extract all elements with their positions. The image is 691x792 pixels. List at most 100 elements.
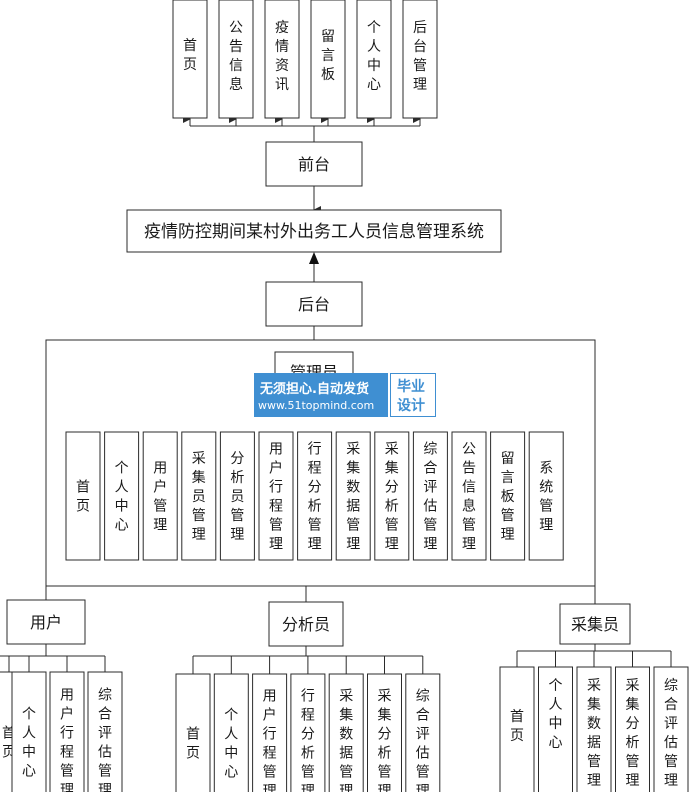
- admin-module-7: 采集数据管理: [335, 431, 371, 561]
- admin-module-5: 用户行程管理: [258, 431, 294, 561]
- admin-module-1-frame: [104, 431, 140, 561]
- front-module-0-label: 首页: [183, 38, 197, 73]
- collector-node-frame: [559, 603, 631, 645]
- analyst-node-frame: [268, 601, 344, 647]
- collector-module-0-label: 首页: [510, 709, 524, 744]
- front-module-1-label: 公告信息: [229, 20, 243, 93]
- admin-module-9-label: 综合评估管理: [423, 442, 437, 553]
- analyst-module-0-frame: [175, 673, 211, 792]
- user-module-3-label: 综合评估管理: [98, 688, 112, 792]
- analyst-module-0: 首页: [175, 673, 211, 792]
- analyst-module-5-label: 采集分析管理: [378, 689, 392, 792]
- collector-module-4: 综合评估管理: [653, 666, 689, 792]
- system-title-node: 疫情防控期间某村外出务工人员信息管理系统: [126, 209, 502, 253]
- user-node-label: 用户: [30, 613, 62, 632]
- back-node: 后台: [265, 281, 363, 327]
- admin-module-3-label: 采集员管理: [192, 451, 206, 543]
- front-module-4: 个人中心: [356, 0, 392, 119]
- admin-module-4-frame: [219, 431, 255, 561]
- admin-module-6-label: 行程分析管理: [308, 442, 322, 553]
- analyst-module-2: 用户行程管理: [252, 673, 288, 792]
- analyst-module-5-frame: [367, 673, 402, 792]
- admin-module-9: 综合评估管理: [412, 431, 448, 561]
- collector-module-2: 采集数据管理: [576, 666, 612, 792]
- collector-module-3: 采集分析管理: [615, 666, 650, 792]
- analyst-module-3-label: 行程分析管理: [301, 689, 315, 792]
- front-module-0-frame: [172, 0, 208, 119]
- front-module-0: 首页: [172, 0, 208, 119]
- front-module-5-frame: [402, 0, 438, 119]
- user-module-1-frame: [11, 671, 47, 792]
- analyst-module-1-label: 个人中心: [224, 708, 238, 781]
- collector-node-label: 采集员: [571, 615, 619, 634]
- front-node-frame: [265, 141, 363, 187]
- admin-module-2-frame: [142, 431, 178, 561]
- analyst-node: 分析员: [268, 601, 344, 647]
- watermark-badge-line2: 设计: [397, 398, 425, 414]
- user-node-frame: [6, 599, 86, 645]
- front-module-4-frame: [356, 0, 392, 119]
- collector-module-0-frame: [499, 666, 535, 792]
- admin-module-0-label: 首页: [76, 480, 90, 515]
- collector-module-0: 首页: [499, 666, 535, 792]
- admin-module-10-frame: [451, 431, 487, 561]
- analyst-module-6-label: 综合评估管理: [416, 689, 430, 792]
- user-module-2-frame: [49, 671, 85, 792]
- collector-module-2-label: 采集数据管理: [587, 678, 601, 789]
- analyst-module-6-frame: [405, 673, 441, 792]
- analyst-module-3-frame: [290, 673, 326, 792]
- collector-module-1-frame: [538, 666, 573, 792]
- analyst-module-3: 行程分析管理: [290, 673, 326, 792]
- admin-module-8-label: 采集分析管理: [385, 442, 399, 553]
- collector-module-3-frame: [615, 666, 650, 792]
- collector-module-2-frame: [576, 666, 612, 792]
- analyst-node-label: 分析员: [282, 615, 330, 634]
- admin-module-6: 行程分析管理: [297, 431, 333, 561]
- user-module-2: 用户行程管理: [49, 671, 85, 792]
- admin-module-11: 留言板管理: [490, 431, 526, 561]
- user-node: 用户: [6, 599, 86, 645]
- system-title-node-label: 疫情防控期间某村外出务工人员信息管理系统: [144, 222, 484, 242]
- back-node-frame: [265, 281, 363, 327]
- collector-module-1: 个人中心: [538, 666, 573, 792]
- analyst-module-1-frame: [213, 673, 249, 792]
- admin-module-8-frame: [374, 431, 410, 561]
- front-module-5: 后台管理: [402, 0, 438, 119]
- user-module-1: 个人中心: [11, 671, 47, 792]
- admin-module-5-frame: [258, 431, 294, 561]
- admin-module-12-frame: [528, 431, 564, 561]
- admin-module-7-label: 采集数据管理: [346, 442, 360, 553]
- collector-module-4-label: 综合评估管理: [664, 678, 678, 789]
- admin-module-2-label: 用户管理: [153, 461, 167, 534]
- admin-module-0: 首页: [65, 431, 101, 561]
- admin-module-2: 用户管理: [142, 431, 178, 561]
- back-node-label: 后台: [298, 295, 330, 314]
- admin-module-11-frame: [490, 431, 526, 561]
- system-title-node-frame: [126, 209, 502, 253]
- analyst-module-1: 个人中心: [213, 673, 249, 792]
- admin-module-3: 采集员管理: [181, 431, 217, 561]
- admin-module-3-frame: [181, 431, 217, 561]
- front-module-2: 疫情资讯: [264, 0, 300, 119]
- user-module-1-label: 个人中心: [22, 707, 36, 780]
- admin-module-9-frame: [412, 431, 448, 561]
- admin-module-5-label: 用户行程管理: [269, 442, 283, 553]
- admin-module-10-label: 公告信息管理: [462, 442, 476, 553]
- admin-module-11-label: 留言板管理: [501, 451, 515, 543]
- front-module-3: 留言板: [310, 0, 346, 119]
- analyst-module-0-label: 首页: [186, 727, 200, 762]
- admin-module-1: 个人中心: [104, 431, 140, 561]
- front-node-label: 前台: [298, 155, 330, 174]
- front-module-3-frame: [310, 0, 346, 119]
- user-module-3-frame: [87, 671, 123, 792]
- user-module-2-label: 用户行程管理: [60, 688, 74, 792]
- front-module-4-label: 个人中心: [367, 20, 381, 93]
- watermark-badge-line1: 毕业: [397, 379, 425, 395]
- analyst-module-4-label: 采集数据管理: [339, 689, 353, 792]
- collector-module-4-frame: [653, 666, 689, 792]
- watermark-line1: 无须担心.自动发货: [260, 382, 369, 397]
- admin-module-12: 系统管理: [528, 431, 564, 561]
- collector-module-3-label: 采集分析管理: [626, 678, 640, 789]
- front-module-1: 公告信息: [218, 0, 254, 119]
